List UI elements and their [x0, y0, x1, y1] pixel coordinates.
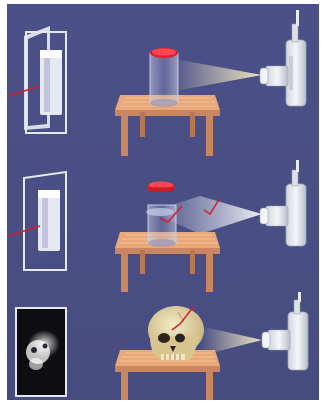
cylinder-icon	[147, 182, 176, 248]
detector-plate-icon	[16, 308, 66, 396]
cylinder-shadow	[40, 55, 62, 115]
cylinder-icon	[150, 48, 178, 107]
cylinder-shadow	[38, 196, 60, 251]
eye-socket	[158, 333, 170, 343]
eye-socket	[175, 334, 185, 343]
